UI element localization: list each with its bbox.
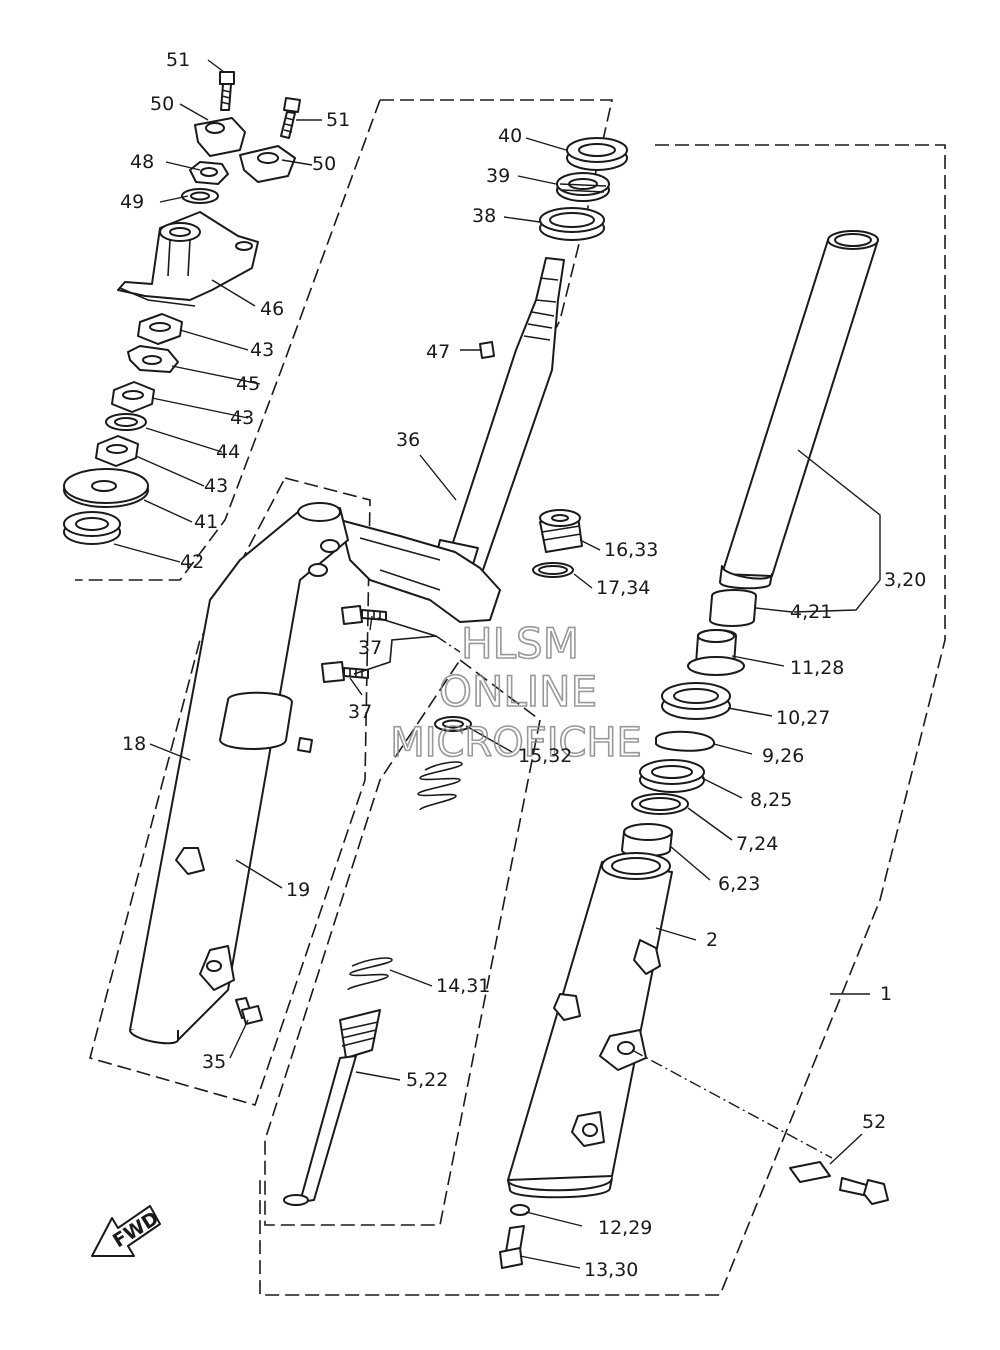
- axle-lug-left: [199, 945, 235, 991]
- spring-upper: [417, 761, 463, 811]
- bushing-4-21: [709, 589, 757, 627]
- bolt-13-30: [499, 1225, 525, 1269]
- label-50-left: 50: [150, 93, 174, 115]
- label-3-20: 3,20: [884, 569, 926, 591]
- fwd-label: FWD: [109, 1207, 163, 1252]
- cap-bolt-16-33: [539, 509, 583, 553]
- label-47: 47: [426, 341, 450, 363]
- fwd-arrow-icon: FWD: [91, 1205, 163, 1257]
- label-37-b: 37: [348, 701, 372, 723]
- label-38: 38: [472, 205, 496, 227]
- label-45: 45: [236, 373, 260, 395]
- label-51-left: 51: [166, 49, 190, 71]
- upper-bracket-46: [117, 211, 259, 307]
- group-box-inner-tube: [264, 658, 541, 1226]
- oil-seal-8-25: [639, 759, 705, 793]
- label-1: 1: [880, 983, 892, 1005]
- locknut-43-a: [137, 313, 183, 345]
- locknut-43-b: [111, 381, 155, 413]
- label-17-34: 17,34: [596, 577, 650, 599]
- race-38: [539, 207, 605, 241]
- label-41: 41: [194, 511, 218, 533]
- label-42: 42: [180, 551, 204, 573]
- dust-seal-6-23: [621, 823, 673, 857]
- bolt-51-right: [280, 97, 301, 139]
- bolt-51-left: [219, 71, 235, 111]
- label-46: 46: [260, 298, 284, 320]
- label-19: 19: [286, 879, 310, 901]
- inner-tube-3-20: [719, 230, 879, 590]
- circlip-9-26: [655, 730, 715, 752]
- washer-49: [181, 188, 219, 204]
- outer-tube-2: [507, 852, 673, 1199]
- label-39: 39: [486, 165, 510, 187]
- label-43-b: 43: [230, 407, 254, 429]
- spring-14-31: [347, 957, 393, 991]
- clamp-cap-50-right: [239, 145, 296, 183]
- label-8-25: 8,25: [750, 789, 792, 811]
- leader-lines: [113, 59, 881, 1269]
- label-10-27: 10,27: [776, 707, 830, 729]
- label-11-28: 11,28: [790, 657, 844, 679]
- damper-rod-5-22: [283, 1009, 381, 1206]
- label-5-22: 5,22: [406, 1069, 448, 1091]
- lock-washer-45: [127, 345, 179, 373]
- watermark-line2: ONLINE: [439, 667, 597, 716]
- label-40: 40: [498, 125, 522, 147]
- nut-48: [189, 161, 229, 185]
- bearing-42: [63, 511, 121, 545]
- pin-47: [479, 341, 495, 359]
- ring-15-32: [434, 716, 472, 732]
- bushing-11-28: [687, 629, 745, 676]
- dust-cover-41: [63, 468, 149, 508]
- group-box-right-fork: [259, 144, 946, 1296]
- label-51-right: 51: [326, 109, 350, 131]
- label-14-31: 14,31: [436, 975, 490, 997]
- left-fork-18: [129, 502, 349, 1045]
- retaining-clip-7-24: [631, 793, 689, 815]
- label-37-a: 37: [358, 637, 382, 659]
- label-48: 48: [130, 151, 154, 173]
- watermark: HLSM ONLINE MICROFICHE: [389, 618, 642, 767]
- label-12-29: 12,29: [598, 1217, 652, 1239]
- seal-washer-10-27: [661, 682, 731, 720]
- steering-stem-36: [339, 257, 565, 623]
- label-2: 2: [706, 929, 718, 951]
- label-15-32: 15,32: [518, 745, 572, 767]
- part-labels: 51 50 48 49 51 50 46 43 45 43 44 43 41 4…: [120, 49, 926, 1281]
- watermark-line3: MICROFICHE: [390, 720, 642, 766]
- label-13-30: 13,30: [584, 1259, 638, 1281]
- label-52: 52: [862, 1111, 886, 1133]
- label-4-21: 4,21: [790, 601, 832, 623]
- o-ring-17-34: [532, 562, 574, 578]
- label-35: 35: [202, 1051, 226, 1073]
- washer-12-29: [510, 1204, 530, 1216]
- label-50-right: 50: [312, 153, 336, 175]
- label-7-24: 7,24: [736, 833, 778, 855]
- clip-52: [789, 1161, 889, 1205]
- label-44: 44: [216, 441, 240, 463]
- label-6-23: 6,23: [718, 873, 760, 895]
- label-18: 18: [122, 733, 146, 755]
- watermark-line1: HLSM: [461, 619, 579, 668]
- washer-44: [105, 413, 147, 431]
- label-43-c: 43: [204, 475, 228, 497]
- group-box-left-fork: [89, 477, 371, 1106]
- race-40: [566, 137, 628, 171]
- label-16-33: 16,33: [604, 539, 658, 561]
- locknut-43-c: [95, 435, 139, 467]
- clamp-cap-50-left: [194, 117, 246, 157]
- bolt-37-a: [341, 605, 387, 625]
- bolt-37-b: [321, 661, 369, 683]
- label-43-a: 43: [250, 339, 274, 361]
- label-49: 49: [120, 191, 144, 213]
- bolt-35: [235, 997, 263, 1025]
- label-36: 36: [396, 429, 420, 451]
- label-9-26: 9,26: [762, 745, 804, 767]
- bearing-39: [556, 172, 610, 202]
